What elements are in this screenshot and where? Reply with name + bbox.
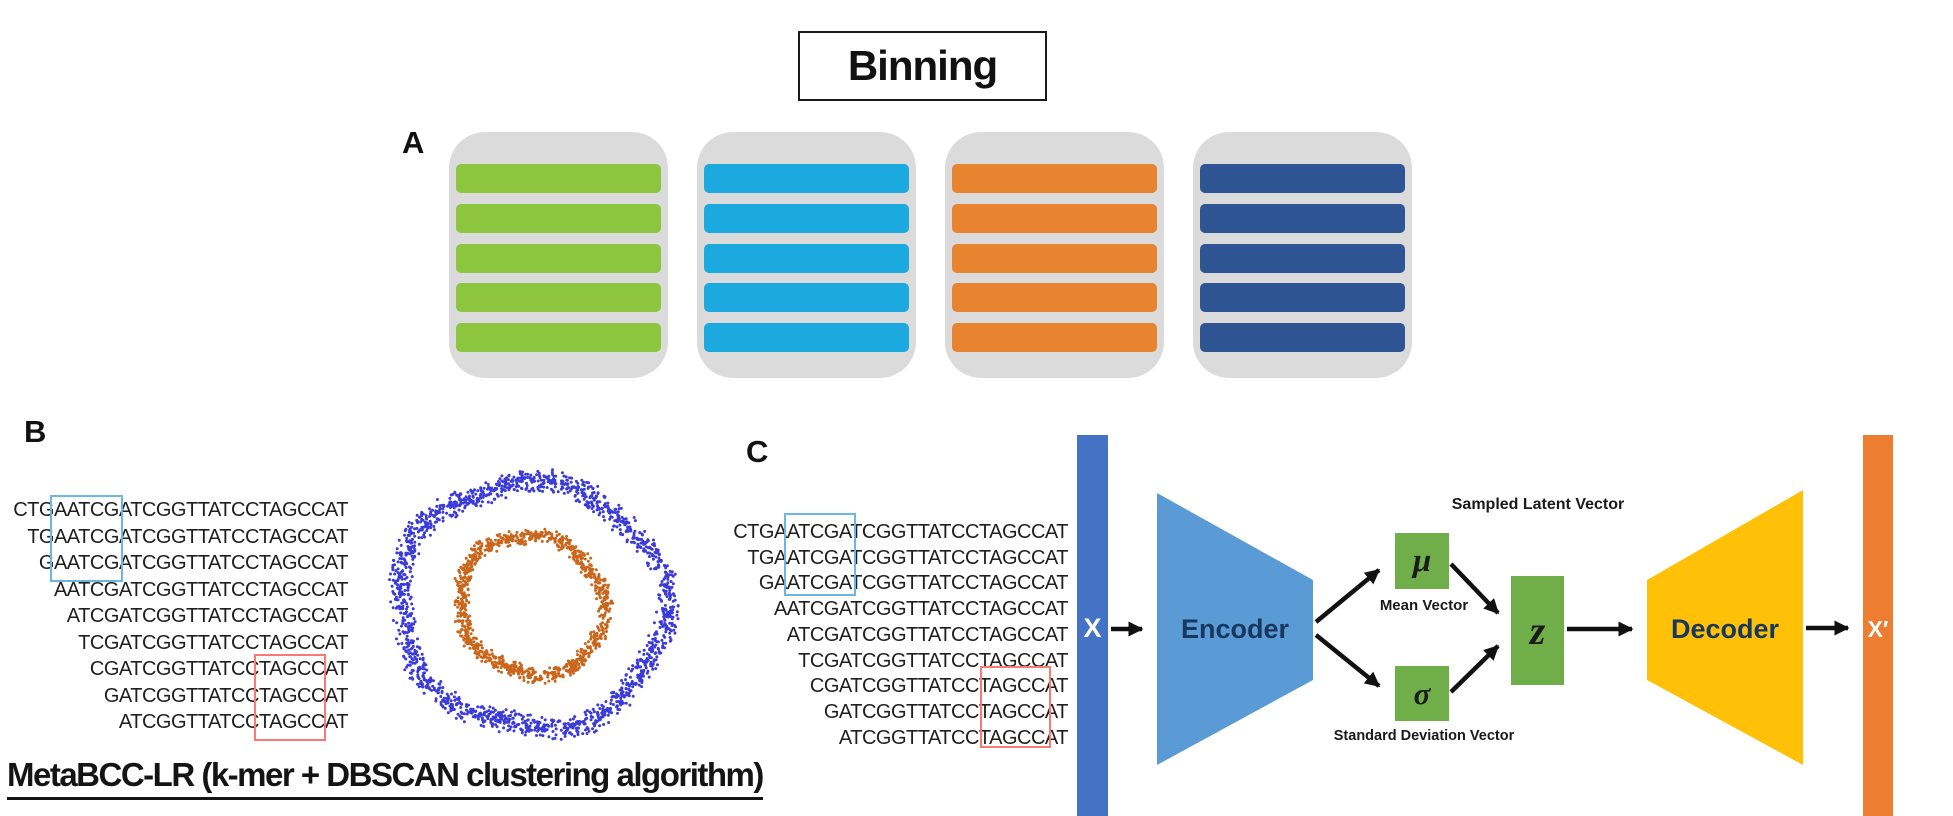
- panel-a-label: A: [402, 125, 425, 160]
- read-bar: [704, 164, 909, 193]
- read-bar: [1200, 244, 1405, 273]
- decoder-label: Decoder: [1670, 614, 1780, 644]
- read-bar: [952, 204, 1157, 233]
- sequence-line: AATCGATCGGTTATCCTAGCCAT: [53, 578, 349, 601]
- title-box: Binning: [798, 31, 1047, 101]
- read-bar: [704, 244, 909, 273]
- arrow-sigma-to-z: [1449, 644, 1500, 694]
- sequence-line: CTGAATCGATCGGTTATCCTAGCCAT: [13, 499, 348, 521]
- mu-symbol: μ: [1412, 542, 1432, 579]
- outer-ring-cluster: [388, 468, 680, 741]
- latent-z-box: z: [1511, 576, 1564, 685]
- encoder-trapezoid: Encoder: [1157, 493, 1313, 765]
- kmer-highlight-box-aatcg-c: [784, 513, 856, 596]
- arrow-encoder-to-sigma: [1314, 633, 1381, 688]
- kmer-highlight-box-tagcc-c: [980, 666, 1051, 748]
- sampled-latent-vector-caption: Sampled Latent Vector: [1451, 496, 1625, 513]
- metabcc-caption: MetaBCC-LR (k-mer + DBSCAN clustering al…: [7, 756, 764, 800]
- output-vector-bar: X′: [1863, 435, 1893, 816]
- sequence-line: GATCGGTTATCCTAGCCAT: [823, 700, 1069, 723]
- sequence-line: TGAATCGATCGGTTATCCTAGCCAT: [747, 546, 1068, 569]
- dbscan-scatter-plot: [388, 468, 680, 741]
- read-bar: [1200, 204, 1405, 233]
- sigma-symbol: σ: [1413, 675, 1431, 711]
- read-bar: [1200, 323, 1405, 352]
- bin-green-bin: [449, 132, 668, 378]
- read-bar: [456, 283, 661, 312]
- sequence-line: GAATCGATCGGTTATCCTAGCCAT: [758, 572, 1069, 595]
- read-bar: [1200, 283, 1405, 312]
- sequence-line: GATCGGTTATCCTAGCCAT: [103, 684, 349, 707]
- panel-c-label: C: [746, 434, 769, 469]
- mu-box: μ: [1395, 533, 1449, 589]
- sequence-line: AATCGATCGGTTATCCTAGCCAT: [773, 598, 1069, 621]
- figure-title: Binning: [847, 42, 998, 89]
- bin-navy-bin: [1193, 132, 1412, 378]
- read-bar: [456, 204, 661, 233]
- sequence-line: TGAATCGATCGGTTATCCTAGCCAT: [27, 525, 348, 548]
- read-bar: [952, 244, 1157, 273]
- sequence-line: ATCGATCGGTTATCCTAGCCAT: [786, 623, 1069, 646]
- sequence-line: GAATCGATCGGTTATCCTAGCCAT: [38, 552, 349, 574]
- inner-ring-cluster: [453, 527, 615, 685]
- bin-orange-bin: [945, 132, 1164, 378]
- read-list-b: CTGAATCGATCGGTTATCCTAGCCAT TGAATCGATCGGTT…: [6, 497, 348, 736]
- read-bar: [952, 283, 1157, 312]
- arrow-encoder-to-mu: [1314, 568, 1381, 624]
- read-list-c: CTGAATCGATCGGTTATCCTAGCCAT TGAATCGATCGGTT…: [726, 520, 1068, 751]
- read-bar: [952, 164, 1157, 193]
- sequence-line: ATCGGTTATCCTAGCCAT: [118, 711, 349, 733]
- read-bar: [456, 323, 661, 352]
- read-bar: [456, 164, 661, 193]
- kmer-highlight-box-aatcg-b: [50, 495, 123, 582]
- read-bar: [704, 323, 909, 352]
- output-vector-label: X′: [1867, 616, 1889, 642]
- sequence-line: CGATCGGTTATCCTAGCCAT: [89, 658, 349, 680]
- mean-vector-caption: Mean Vector: [1379, 597, 1469, 614]
- decoder-trapezoid: Decoder: [1647, 490, 1803, 765]
- read-bar: [952, 323, 1157, 352]
- input-vector-bar: X: [1077, 435, 1108, 816]
- sequence-line: ATCGATCGGTTATCCTAGCCAT: [66, 605, 349, 627]
- read-bar: [704, 204, 909, 233]
- input-vector-label: X: [1083, 613, 1102, 643]
- std-deviation-vector-caption: Standard Deviation Vector: [1333, 728, 1515, 744]
- bin-blue-bin: [697, 132, 916, 378]
- kmer-highlight-box-tagcc-b: [254, 654, 326, 741]
- sigma-box: σ: [1395, 666, 1449, 721]
- encoder-label: Encoder: [1180, 614, 1290, 644]
- sequence-line: ATCGGTTATCCTAGCCAT: [838, 726, 1069, 749]
- sequence-line: CTGAATCGATCGGTTATCCTAGCCAT: [733, 521, 1068, 543]
- read-bar: [704, 283, 909, 312]
- sequence-line: CGATCGGTTATCCTAGCCAT: [809, 675, 1069, 698]
- panel-b-label: B: [24, 414, 47, 449]
- read-bar: [1200, 164, 1405, 193]
- sequence-line: TCGATCGGTTATCCTAGCCAT: [78, 631, 348, 654]
- read-bar: [456, 244, 661, 273]
- z-symbol: z: [1529, 608, 1546, 653]
